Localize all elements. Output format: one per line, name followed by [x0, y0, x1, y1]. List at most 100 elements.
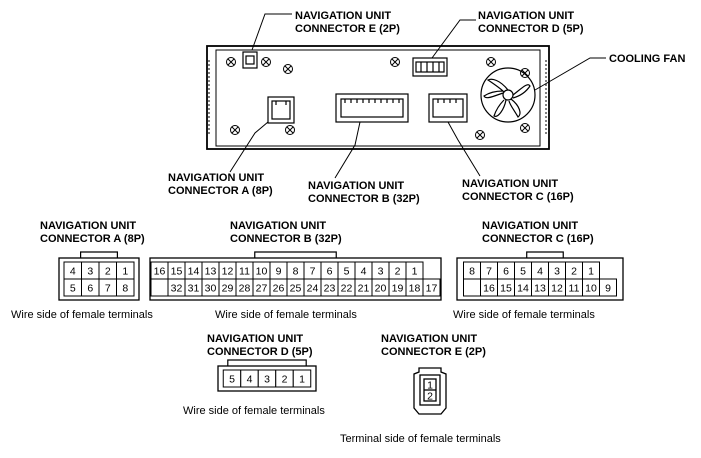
- unit-connector-a: [267, 96, 295, 124]
- connector-b-pin: 26: [273, 282, 285, 294]
- callout-connector-e: NAVIGATION UNIT CONNECTOR E (2P): [251, 10, 400, 51]
- callout-connector-d: NAVIGATION UNIT CONNECTOR D (5P): [431, 10, 584, 59]
- connector-e-pin: 2: [427, 391, 433, 403]
- callout-b-line1: NAVIGATION UNIT: [308, 180, 404, 192]
- connector-a-pin: 2: [105, 265, 111, 277]
- connector-d-pin: 1: [299, 373, 305, 385]
- connector-b-pin: 14: [188, 265, 200, 277]
- callout-b-leader: [334, 121, 361, 179]
- connector-b-pin: 15: [171, 265, 183, 277]
- connector-b-pin: 32: [171, 282, 183, 294]
- connector-b-pin: 19: [392, 282, 404, 294]
- connector-b-pin: 13: [205, 265, 217, 277]
- connector-a-pin: 1: [122, 265, 128, 277]
- connector-d-caption: Wire side of female terminals: [183, 405, 325, 417]
- connector-b-pin: 17: [426, 282, 438, 294]
- connector-c-pin: 4: [537, 265, 543, 277]
- cooling-fan-icon: [480, 67, 536, 123]
- connector-a-cavity: [116, 278, 135, 297]
- connector-b-pin: 4: [361, 265, 367, 277]
- connector-d-pin: 2: [282, 373, 288, 385]
- connector-b-caption: Wire side of female terminals: [215, 309, 357, 321]
- connector-e-title-line2: CONNECTOR E (2P): [381, 346, 486, 358]
- connector-c-title-line1: NAVIGATION UNIT: [482, 220, 578, 232]
- callout-connector-b: NAVIGATION UNIT CONNECTOR B (32P): [308, 121, 420, 205]
- connector-b-pin: 10: [256, 265, 268, 277]
- connector-c-pin: 2: [571, 265, 577, 277]
- connector-b-pin: 2: [395, 265, 401, 277]
- unit-inner-frame: [215, 49, 541, 147]
- connector-b-pin: 3: [378, 265, 384, 277]
- connector-c-pin: 10: [585, 282, 597, 294]
- connector-b-pin: 9: [276, 265, 282, 277]
- connector-a-pin: 8: [122, 282, 128, 294]
- connector-c-latch: [526, 251, 564, 258]
- callout-a-leader: [229, 121, 269, 173]
- connector-c-pin: 8: [469, 265, 475, 277]
- connector-e-face: NAVIGATION UNIT CONNECTOR E (2P) 1 2 Ter…: [340, 333, 501, 445]
- connector-d-latch: [227, 359, 307, 366]
- connector-b-pin: 31: [188, 282, 200, 294]
- connector-b-pin: 18: [409, 282, 421, 294]
- unit-connector-b: [335, 93, 409, 123]
- callout-fan-leader: [534, 57, 606, 91]
- connector-c-pin: 11: [569, 282, 580, 294]
- connector-d-pin: 3: [264, 373, 270, 385]
- navigation-unit-rear-panel: [206, 45, 550, 150]
- connector-c-pin: 12: [551, 282, 563, 294]
- connector-d-pin: 5: [229, 373, 235, 385]
- callout-e-line2: CONNECTOR E (2P): [295, 23, 400, 35]
- connector-b-empty-cavity: [150, 278, 169, 297]
- connector-b-pin: 23: [324, 282, 336, 294]
- connector-a-title-line2: CONNECTOR A (8P): [40, 233, 145, 245]
- connector-e-pin: 1: [427, 380, 433, 392]
- connector-c-pin: 9: [605, 282, 611, 294]
- connector-c-pin: 7: [486, 265, 492, 277]
- connector-b-pin: 7: [310, 265, 316, 277]
- callout-a-line2: CONNECTOR A (8P): [168, 185, 273, 197]
- connector-c-pin: 13: [534, 282, 546, 294]
- connector-a-caption: Wire side of female terminals: [11, 309, 153, 321]
- callout-connector-c: NAVIGATION UNIT CONNECTOR C (16P): [447, 121, 574, 203]
- connector-e-housing: [413, 367, 447, 415]
- connector-a-title-line1: NAVIGATION UNIT: [40, 220, 136, 232]
- connector-a-pin: 6: [87, 282, 93, 294]
- callout-c-leader: [447, 121, 481, 177]
- connector-b-pin: 8: [293, 265, 299, 277]
- connector-e-title-line1: NAVIGATION UNIT: [381, 333, 477, 345]
- connector-b-pin: 11: [239, 265, 250, 277]
- connector-c-pin: 15: [500, 282, 512, 294]
- connector-c-pin: 3: [554, 265, 560, 277]
- connector-b-pin: 28: [239, 282, 251, 294]
- connector-b-title-line2: CONNECTOR B (32P): [230, 233, 342, 245]
- connector-c-pin: 5: [520, 265, 526, 277]
- callout-d-line2: CONNECTOR D (5P): [478, 23, 584, 35]
- connector-c-pin: 16: [483, 282, 495, 294]
- connector-a-pin: 7: [105, 282, 111, 294]
- unit-connector-c: [428, 93, 468, 123]
- connector-b-cavity: [422, 278, 441, 297]
- connector-b-pin: 24: [307, 282, 319, 294]
- connector-d-title-line2: CONNECTOR D (5P): [207, 346, 313, 358]
- connector-d-title-line1: NAVIGATION UNIT: [207, 333, 303, 345]
- connector-c-title-line2: CONNECTOR C (16P): [482, 233, 594, 245]
- connector-b-pin: 21: [358, 282, 370, 294]
- connector-a-latch: [80, 251, 118, 258]
- connector-d-pin: 4: [247, 373, 253, 385]
- connector-b-pin: 1: [412, 265, 418, 277]
- callout-b-line2: CONNECTOR B (32P): [308, 193, 420, 205]
- connector-a-pin: 4: [70, 265, 76, 277]
- connector-c-cavity: [599, 278, 617, 297]
- screw-icons: [226, 57, 530, 140]
- connector-b-pin: 12: [222, 265, 234, 277]
- connector-b-pin: 27: [256, 282, 268, 294]
- connector-d-cavity: [292, 369, 312, 388]
